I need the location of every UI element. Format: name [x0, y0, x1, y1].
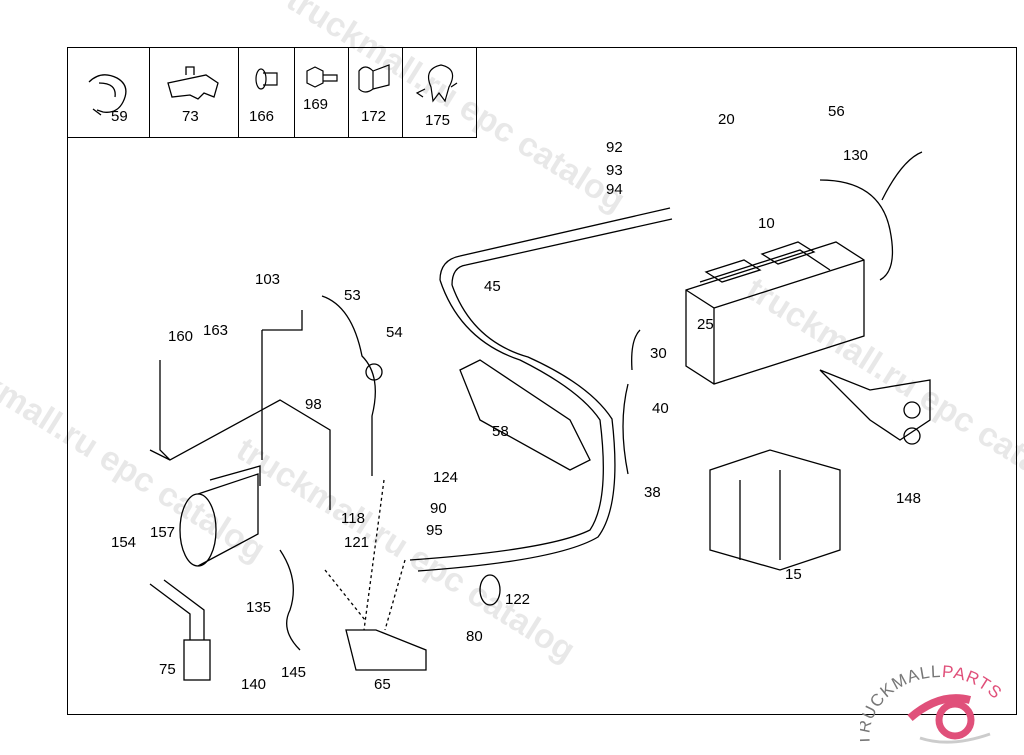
callout-25: 25: [697, 316, 714, 333]
vent-hose-part-40[interactable]: [622, 329, 641, 475]
cable-part-53[interactable]: [321, 295, 376, 476]
callout-45: 45: [484, 278, 501, 295]
spacer-part-122[interactable]: [479, 574, 501, 606]
small-part-166[interactable]: 166: [239, 47, 295, 137]
small-part-175[interactable]: 175: [403, 47, 477, 137]
part-number: 172: [361, 108, 387, 125]
callout-160: 160: [168, 328, 194, 345]
battery-part-10[interactable]: [685, 241, 865, 385]
callout-118: 118: [341, 510, 365, 527]
cover-part-58[interactable]: [459, 359, 591, 471]
callout-30: 30: [650, 345, 667, 362]
truckmall-parts-logo: TRUCKMALLPARTS: [854, 660, 1024, 750]
cable-clip-bracket-icon: [167, 66, 219, 100]
callout-148: 148: [896, 490, 922, 507]
callout-65: 65: [374, 676, 391, 693]
gear-icon: [907, 694, 991, 744]
callout-95: 95: [426, 522, 443, 539]
callout-40: 40: [652, 400, 669, 417]
callout-54: 54: [386, 324, 403, 341]
harness-part-98[interactable]: [149, 310, 331, 510]
part-number: 169: [303, 96, 329, 113]
relay-part-75[interactable]: [149, 579, 211, 681]
callout-154: 154: [111, 534, 137, 551]
small-part-169[interactable]: 169: [295, 47, 349, 137]
spring-clip-icon: [358, 64, 390, 93]
callout-103: 103: [255, 271, 281, 288]
part-number: 59: [111, 108, 128, 125]
cable-part-45[interactable]: [409, 207, 673, 572]
callout-140: 140: [241, 676, 267, 693]
callout-38: 38: [644, 484, 661, 501]
hose-clip-icon: [415, 64, 458, 103]
callout-130: 130: [843, 147, 869, 164]
part-number: 73: [182, 108, 199, 125]
callout-58: 58: [492, 423, 509, 440]
callout-15: 15: [785, 566, 802, 583]
callout-20: 20: [718, 111, 735, 128]
callout-145: 145: [281, 664, 307, 681]
callout-56: 56: [828, 103, 845, 120]
callout-122: 122: [505, 591, 531, 608]
callout-98: 98: [305, 396, 322, 413]
callout-135: 135: [246, 599, 272, 616]
terminal-block-part-65[interactable]: [345, 629, 427, 671]
cable-part-130[interactable]: [819, 151, 923, 281]
callout-75: 75: [159, 661, 176, 678]
callout-94: 94: [606, 181, 623, 198]
callout-124: 124: [433, 469, 459, 486]
callout-10: 10: [758, 215, 775, 232]
part-number: 166: [249, 108, 275, 125]
callout-163: 163: [203, 322, 229, 339]
callout-90: 90: [430, 500, 447, 517]
callout-157: 157: [150, 524, 176, 541]
part-number: 175: [425, 112, 451, 129]
cable-clamp-icon: [88, 74, 127, 116]
small-part-59[interactable]: 59: [67, 47, 150, 137]
small-part-172[interactable]: 172: [349, 47, 403, 137]
callout-92: 92: [606, 139, 623, 156]
switch-part-148[interactable]: [819, 369, 931, 445]
starter-motor[interactable]: [179, 465, 261, 567]
expanding-rivet-icon: [255, 68, 278, 90]
diagram-frame: [67, 47, 1017, 715]
callout-93: 93: [606, 162, 623, 179]
cable-part-135[interactable]: [279, 549, 301, 651]
small-part-73[interactable]: 73: [150, 47, 239, 137]
grommet-part-54[interactable]: [365, 363, 383, 381]
hex-bolt-icon: [306, 66, 338, 88]
callout-53: 53: [344, 287, 361, 304]
callout-121: 121: [344, 534, 370, 551]
cell-caps-part-15[interactable]: [709, 449, 841, 571]
callout-80: 80: [466, 628, 483, 645]
small-parts-strip: 59 73 166 169 172 175: [67, 47, 477, 138]
